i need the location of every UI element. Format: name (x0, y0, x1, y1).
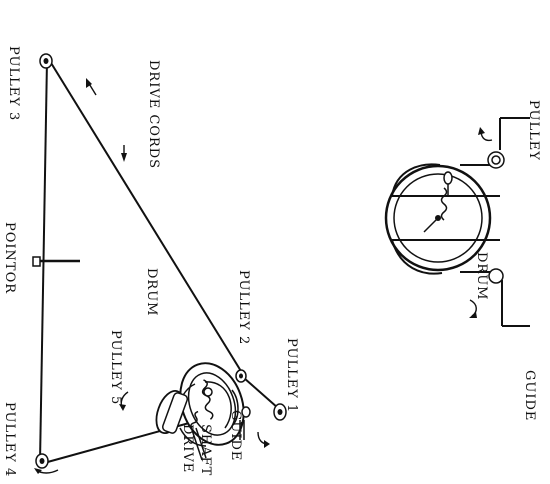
label-drive-cords: DRIVE CORDS (146, 60, 161, 169)
detail-guide-icon (488, 268, 530, 327)
guide-icon (239, 406, 251, 440)
label-pulley-3: PULLEY 3 (6, 46, 21, 121)
label-shaft: SHAFT (198, 424, 213, 476)
cord-pulley2-to-pulley1 (243, 377, 279, 409)
drive-shaft-assembly (155, 390, 207, 461)
drum-assembly (179, 362, 245, 446)
label-pulley-2: PULLEY 2 (236, 270, 251, 345)
label-pulley-5: PULLEY 5 (108, 330, 123, 405)
label-guide: GUIDE (228, 410, 243, 461)
detail-arrow-top (478, 127, 493, 142)
cord-pulley3-to-pulley2 (47, 57, 245, 377)
pulley-4-icon (35, 453, 49, 469)
label-drive: DRIVE (180, 424, 195, 473)
detail-pulley-icon (487, 117, 530, 169)
label-pulley-4: PULLEY 4 (2, 402, 17, 477)
arrow-diagonal-run (86, 78, 97, 96)
pointor-needle (32, 256, 80, 267)
label-pulley-1: PULLEY 1 (284, 338, 299, 413)
label-drum: DRUM (144, 268, 159, 316)
pulley-3-icon (39, 53, 53, 69)
pulley-1-icon (273, 403, 287, 421)
arrow-near-pulley5 (119, 391, 129, 411)
arrow-top-run (121, 145, 127, 162)
detail-label-guide: GUIDE (522, 370, 537, 421)
pulley-2-icon (235, 369, 247, 383)
label-pointor: POINTOR (2, 222, 17, 294)
arrow-bottom-left (34, 468, 59, 474)
detail-arrow-bottom (469, 299, 477, 318)
detail-label-pulley: PULLEY (526, 100, 541, 161)
detail-label-drum: DRUM (474, 252, 489, 300)
arrow-near-pulley1 (257, 431, 270, 448)
